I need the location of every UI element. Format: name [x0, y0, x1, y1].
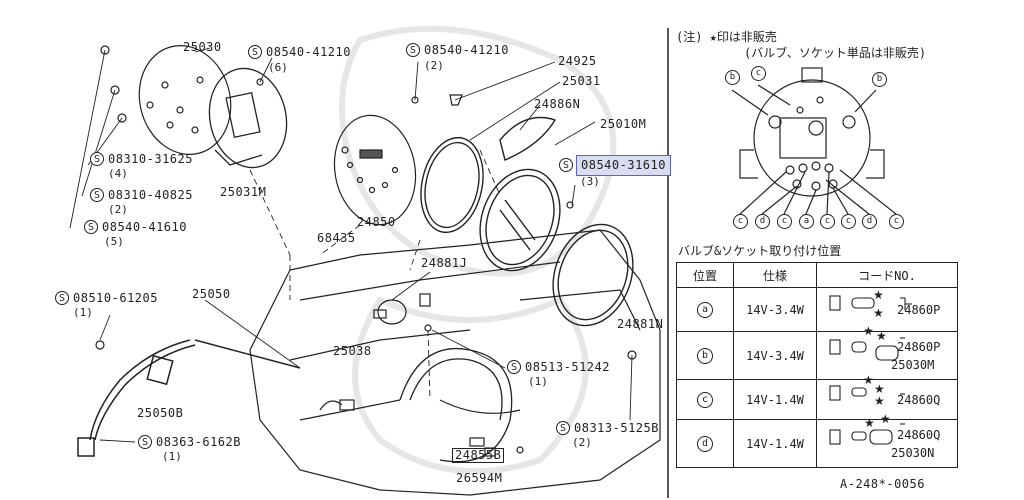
bulb-spec: 14V-3.4W — [733, 331, 817, 380]
part-label-24886n: 24886N — [534, 97, 581, 111]
socket-position-letter: d — [755, 214, 770, 229]
socket-layout-diagram — [731, 67, 897, 215]
socket-position-letter: c — [841, 214, 856, 229]
standard-part-symbol: S — [90, 188, 104, 202]
leader-lines — [69, 47, 633, 443]
rear-case-plate — [138, 45, 232, 155]
table-row: a 14V-3.4W 24860P — [676, 287, 958, 332]
part-label-25010m: 25010M — [600, 117, 647, 131]
standard-part-symbol: S — [248, 45, 262, 59]
position-marker: d — [697, 436, 713, 452]
position-marker: c — [697, 392, 713, 408]
socket-position-letter: b — [725, 70, 740, 85]
screw-code: 08313-5125B — [574, 421, 659, 435]
screw-qty: (2) — [572, 436, 592, 449]
bezel-rings — [420, 116, 634, 327]
part-label-25031m: 25031M — [220, 185, 267, 199]
standard-part-symbol: S — [55, 291, 69, 305]
part-label-25050b: 25050B — [137, 406, 184, 420]
screw-code-highlighted[interactable]: 08540-31610 — [576, 155, 671, 176]
screw-code: 08540-41210 — [424, 43, 509, 57]
watermark-emblem — [339, 25, 617, 475]
screw-qty: (3) — [580, 175, 600, 188]
part-label-24850: 24850 — [357, 215, 396, 229]
part-label-24881j: 24881J — [421, 256, 468, 270]
header-spec: 仕様 — [733, 262, 817, 288]
screw-qty: (1) — [73, 306, 93, 319]
cord-code[interactable]: 24860Q — [897, 392, 941, 407]
standard-part-symbol: S — [84, 220, 98, 234]
cord-code[interactable]: 24860P — [897, 339, 941, 354]
meter-housing — [208, 67, 288, 169]
part-label-24855b: 24855B — [452, 448, 505, 463]
bulb-table-title: バルブ&ソケット取り付け位置 — [678, 244, 842, 258]
screw-qty: (2) — [108, 203, 128, 216]
standard-part-symbol: S — [507, 360, 521, 374]
table-header-row: 位置 仕様 コードNO. — [676, 262, 958, 288]
lower-gauge-ring — [399, 348, 513, 463]
socket-position-letter: c — [889, 214, 904, 229]
screw-qty: (5) — [104, 235, 124, 248]
meter-dial — [333, 114, 417, 226]
note-line-1: (注) ★印は非販売 — [676, 30, 777, 44]
screw-code: 08363-6162B — [156, 435, 241, 449]
cord-code[interactable]: 25030M — [891, 357, 935, 372]
speedometer-cable — [77, 339, 301, 457]
standard-part-symbol: S — [138, 435, 152, 449]
screw-code: 08310-31625 — [108, 152, 193, 166]
socket-position-letter: c — [820, 214, 835, 229]
screw-code: 08540-41210 — [266, 45, 351, 59]
screw-qty: (1) — [528, 375, 548, 388]
bulb-spec: 14V-3.4W — [733, 287, 817, 332]
socket-position-letter: d — [862, 214, 877, 229]
socket-position-letter: b — [872, 72, 887, 87]
part-label-25050: 25050 — [192, 287, 231, 301]
socket-position-letter: c — [733, 214, 748, 229]
screw-code: 08540-41610 — [102, 220, 187, 234]
part-label-25038: 25038 — [333, 344, 372, 358]
diagram-reference-number: A-248*-0056 — [840, 477, 925, 491]
position-marker: a — [697, 302, 713, 318]
part-label-26594m: 26594M — [456, 471, 503, 485]
cord-code[interactable]: 24860Q — [897, 427, 941, 442]
socket-position-letter: c — [777, 214, 792, 229]
standard-part-symbol: S — [556, 421, 570, 435]
part-label-24881n: 24881N — [617, 317, 664, 331]
part-label-24925: 24925 — [558, 54, 597, 68]
instrument-panel-base — [249, 229, 661, 496]
screw-qty: (1) — [162, 450, 182, 463]
table-row: d 14V-1.4W 24860Q 25030N — [676, 419, 958, 468]
standard-part-symbol: S — [559, 158, 573, 172]
socket-position-letter: c — [751, 66, 766, 81]
table-row: c 14V-1.4W 24860Q — [676, 379, 958, 420]
bulb-socket-table: 位置 仕様 コードNO. a 14V-3.4W 24860P b 14V-3.4… — [676, 262, 958, 468]
screw-qty: (2) — [424, 59, 444, 72]
note-line-2: (バルブ、ソケット単品は非販売) — [744, 46, 927, 60]
screw-code: 08310-40825 — [108, 188, 193, 202]
screw-qty: (6) — [268, 61, 288, 74]
standard-part-symbol: S — [406, 43, 420, 57]
screw-code: 08513-51242 — [525, 360, 610, 374]
socket-position-letter: a — [799, 214, 814, 229]
part-label-68435: 68435 — [317, 231, 356, 245]
cord-code[interactable]: 25030N — [891, 445, 935, 460]
standard-part-symbol: S — [90, 152, 104, 166]
cord-code[interactable]: 24860P — [897, 302, 941, 317]
position-marker: b — [697, 348, 713, 364]
header-code-no: コードNO. — [816, 262, 958, 288]
part-label-25030: 25030 — [183, 40, 222, 54]
part-label-25031: 25031 — [562, 74, 601, 88]
table-row: b 14V-3.4W 24860P 25030M — [676, 331, 958, 380]
screw-code: 08510-61205 — [73, 291, 158, 305]
header-position: 位置 — [676, 262, 734, 288]
bulb-spec: 14V-1.4W — [733, 419, 817, 468]
bulb-spec: 14V-1.4W — [733, 379, 817, 420]
alignment-dashes — [249, 149, 501, 401]
screw-qty: (4) — [108, 167, 128, 180]
